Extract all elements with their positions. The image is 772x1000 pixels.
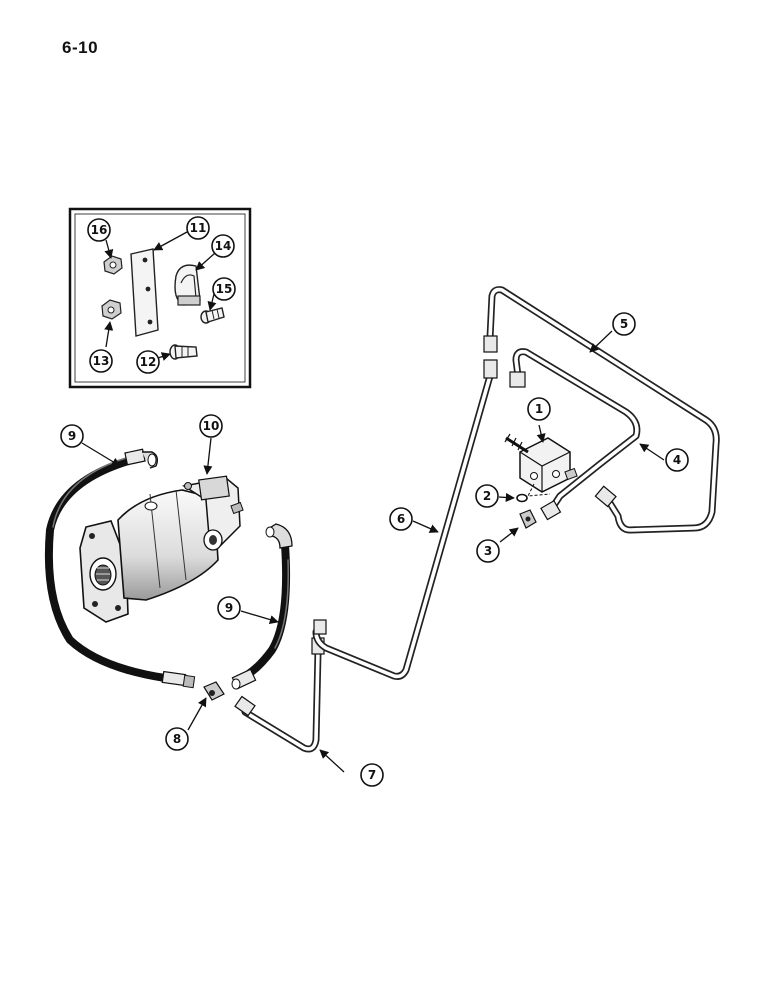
callout-11-label: 11 (190, 221, 207, 235)
callout-15-label: 15 (216, 282, 233, 296)
hydraulic-motor (79, 475, 244, 623)
callout-9-right: 9 (217, 596, 241, 620)
callout-4-label: 4 (673, 453, 681, 467)
callout-15: 15 (212, 277, 236, 301)
callout-2: 2 (475, 484, 499, 508)
tube-4 (509, 348, 641, 521)
callout-2-label: 2 (483, 489, 491, 503)
callout-3: 3 (476, 539, 500, 563)
tube-7 (234, 637, 325, 753)
callout-9-left-label: 9 (68, 429, 76, 443)
mounting-plate (130, 248, 159, 337)
callout-14-label: 14 (215, 239, 232, 253)
callout-12: 12 (136, 350, 160, 374)
callout-1-label: 1 (535, 402, 543, 416)
callout-16: 16 (87, 218, 111, 242)
leader-lines (81, 231, 665, 773)
callout-13: 13 (89, 349, 113, 373)
callout-6: 6 (389, 507, 413, 531)
elbow-fitting (203, 681, 225, 701)
valve-elbow (519, 509, 537, 529)
callout-9-left: 9 (60, 424, 84, 448)
callout-8-label: 8 (173, 732, 181, 746)
hex-nut-bottom (101, 299, 122, 320)
callout-12-label: 12 (140, 355, 157, 369)
page-number: 6-10 (62, 38, 99, 57)
screw-long (169, 344, 198, 360)
tube-6 (312, 359, 498, 680)
callout-1: 1 (527, 397, 551, 421)
callout-4: 4 (665, 448, 689, 472)
callout-10: 10 (199, 414, 223, 438)
callout-3-label: 3 (484, 544, 492, 558)
clamp-clip (174, 264, 201, 306)
callout-9-right-label: 9 (225, 601, 233, 615)
relief-valve (504, 433, 578, 497)
o-ring (516, 493, 528, 503)
callout-14: 14 (211, 234, 235, 258)
callout-10-label: 10 (203, 419, 220, 433)
tube-5 (483, 286, 720, 534)
callout-11: 11 (186, 216, 210, 240)
callout-8: 8 (165, 727, 189, 751)
callout-7-label: 7 (368, 768, 376, 782)
callout-13-label: 13 (93, 354, 110, 368)
callout-7: 7 (360, 763, 384, 787)
callout-5-label: 5 (620, 317, 628, 331)
callout-6-label: 6 (397, 512, 405, 526)
screw-short (200, 307, 225, 324)
callout-5: 5 (612, 312, 636, 336)
hose-right (231, 523, 293, 690)
callout-16-label: 16 (91, 223, 108, 237)
